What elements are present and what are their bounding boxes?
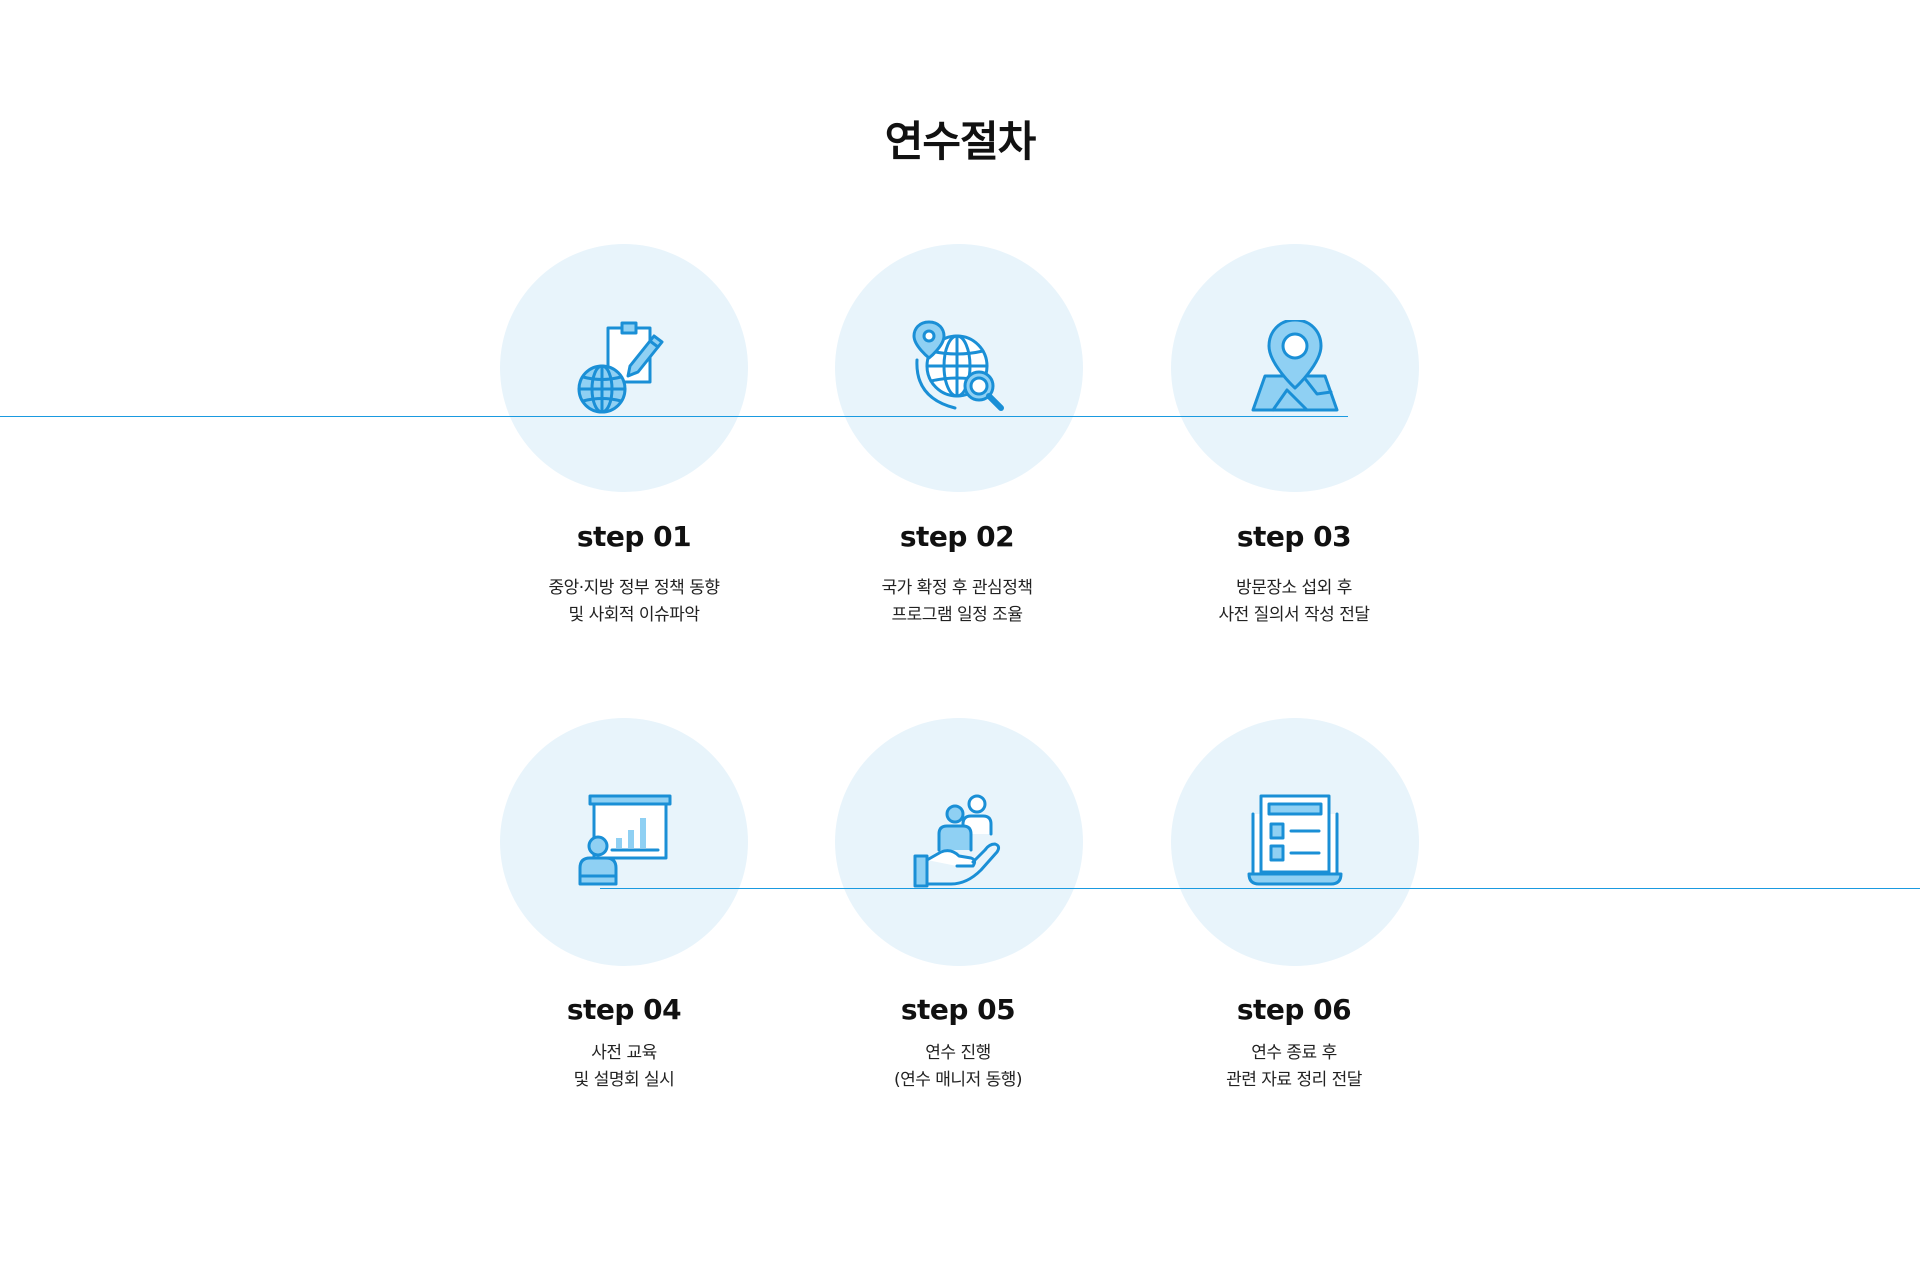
- presentation-board-icon: [576, 794, 672, 890]
- step-05-desc-line-1: 연수 진행: [925, 1043, 991, 1063]
- section-title: 연수절차: [884, 117, 1037, 166]
- step-01-title: step 01: [576, 520, 692, 553]
- step-06-description: 연수 종료 후 관련 자료 정리 전달: [1124, 1040, 1464, 1094]
- step-04-desc-line-1: 사전 교육: [591, 1043, 657, 1063]
- step-06-title: step 06: [1236, 993, 1352, 1026]
- step-03-desc-line-1: 방문장소 섭외 후: [1236, 578, 1352, 598]
- clipboard-globe-pencil-icon: [576, 320, 672, 416]
- step-02-description: 국가 확정 후 관심정책 프로그램 일정 조율: [787, 575, 1127, 629]
- step-02-desc-line-1: 국가 확정 후 관심정책: [881, 578, 1033, 598]
- step-03-title: step 03: [1236, 520, 1352, 553]
- step-02-desc-line-2: 프로그램 일정 조율: [891, 605, 1023, 625]
- step-04-title: step 04: [566, 993, 682, 1026]
- globe-search-pin-icon: [911, 320, 1007, 416]
- step-02-title: step 02: [899, 520, 1015, 553]
- step-03-description: 방문장소 섭외 후 사전 질의서 작성 전달: [1124, 575, 1464, 629]
- timeline-line-bottom: [600, 888, 1920, 889]
- document-laptop-icon: [1247, 794, 1343, 890]
- step-06-desc-line-1: 연수 종료 후: [1251, 1043, 1337, 1063]
- step-04-desc-line-2: 및 설명회 실시: [573, 1070, 675, 1090]
- timeline-line-top: [0, 416, 1348, 417]
- map-pin-icon: [1247, 320, 1343, 416]
- step-04-description: 사전 교육 및 설명회 실시: [454, 1040, 794, 1094]
- step-01-desc-line-1: 중앙·지방 정부 정책 동향: [548, 578, 720, 598]
- step-03-desc-line-2: 사전 질의서 작성 전달: [1218, 605, 1370, 625]
- step-01-desc-line-2: 및 사회적 이슈파악: [568, 605, 700, 625]
- step-05-description: 연수 진행 (연수 매니저 동행): [788, 1040, 1128, 1094]
- step-06-desc-line-2: 관련 자료 정리 전달: [1226, 1070, 1362, 1090]
- step-01-description: 중앙·지방 정부 정책 동향 및 사회적 이슈파악: [464, 575, 804, 629]
- hand-people-icon: [911, 794, 1007, 890]
- step-05-desc-line-2: (연수 매니저 동행): [893, 1070, 1023, 1090]
- step-05-title: step 05: [900, 993, 1016, 1026]
